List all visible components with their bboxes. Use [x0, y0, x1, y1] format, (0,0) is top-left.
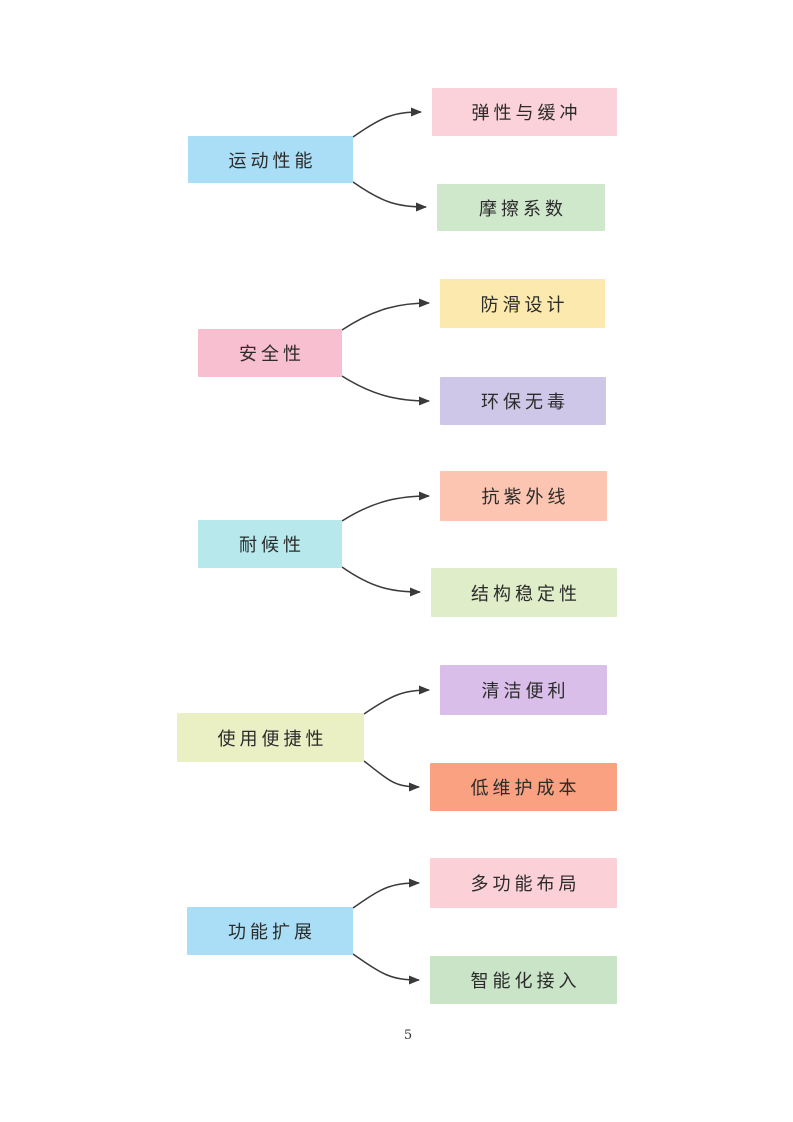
node-parent-sport-performance: 运动性能	[188, 136, 353, 183]
node-child-multifunction-layout: 多功能布局	[430, 858, 617, 908]
node-parent-usability: 使用便捷性	[177, 713, 364, 762]
arrow-g4-bottom	[363, 760, 420, 792]
node-parent-weather-resistance: 耐候性	[198, 520, 342, 568]
arrow-g4-top	[363, 685, 430, 715]
arrow-g1-bottom	[352, 181, 427, 212]
node-child-friction-coefficient: 摩擦系数	[437, 184, 605, 231]
arrow-g5-bottom	[352, 953, 420, 985]
node-child-easy-cleaning: 清洁便利	[440, 665, 607, 715]
node-parent-safety: 安全性	[198, 329, 342, 377]
arrow-g1-top	[352, 107, 422, 138]
arrow-g2-bottom	[341, 375, 430, 406]
node-child-structural-stability: 结构稳定性	[431, 568, 617, 617]
node-child-elasticity-cushioning: 弹性与缓冲	[432, 88, 617, 136]
node-child-smart-integration: 智能化接入	[430, 956, 617, 1004]
node-child-uv-resistance: 抗紫外线	[440, 471, 607, 521]
arrow-g2-top	[341, 298, 430, 331]
arrow-g3-top	[341, 491, 430, 522]
node-child-low-maintenance-cost: 低维护成本	[430, 763, 617, 811]
page-number: 5	[403, 1028, 413, 1043]
arrow-g5-top	[352, 878, 420, 909]
node-child-antislip-design: 防滑设计	[440, 279, 605, 328]
node-child-eco-nontoxic: 环保无毒	[440, 377, 606, 425]
node-parent-function-expansion: 功能扩展	[187, 907, 353, 955]
arrow-g3-bottom	[341, 566, 421, 597]
